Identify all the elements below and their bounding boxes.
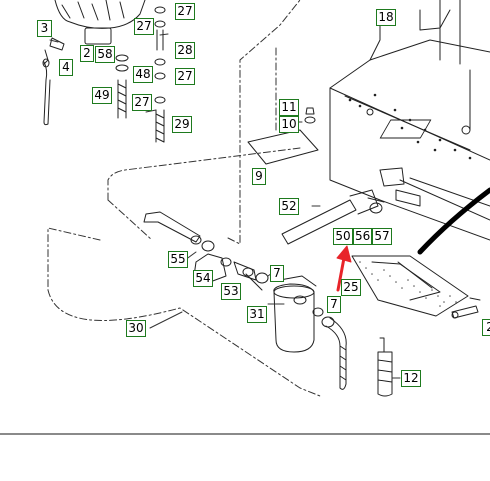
hose-right <box>312 307 347 390</box>
callout-30[interactable]: 30 <box>126 320 146 337</box>
bracket-50 <box>379 167 405 187</box>
callout-7[interactable]: 7 <box>327 296 341 313</box>
cover-plate <box>247 107 319 165</box>
dashed-outline <box>47 0 321 397</box>
callout-56[interactable]: 56 <box>353 228 372 245</box>
callout-27[interactable]: 27 <box>175 3 195 20</box>
callout-57[interactable]: 57 <box>372 228 392 245</box>
leader-lines <box>49 33 401 379</box>
filter-element-52 <box>281 189 385 245</box>
hose-left <box>42 58 51 126</box>
callout-53[interactable]: 53 <box>221 283 241 300</box>
callout-7[interactable]: 7 <box>270 265 284 282</box>
tank-dots <box>348 93 472 160</box>
fitting-chain <box>143 211 269 291</box>
sensor-right <box>451 305 479 319</box>
part-12 <box>377 337 393 397</box>
callout-2[interactable]: 2 <box>80 45 94 62</box>
mat-dots <box>359 261 457 307</box>
callout-50[interactable]: 50 <box>333 228 353 245</box>
callout-3[interactable]: 3 <box>37 20 52 37</box>
callout-49[interactable]: 49 <box>92 87 112 104</box>
black-cable <box>417 187 490 255</box>
engine-assembly <box>43 0 146 65</box>
callout-55[interactable]: 55 <box>168 251 188 268</box>
callout-29[interactable]: 29 <box>172 116 192 133</box>
bottom-divider <box>0 433 490 435</box>
callout-25[interactable]: 25 <box>341 279 361 296</box>
callout-2[interactable]: 2 <box>482 319 490 336</box>
callout-18[interactable]: 18 <box>376 9 396 26</box>
step-mat <box>351 255 481 317</box>
callout-27[interactable]: 27 <box>132 94 152 111</box>
callout-31[interactable]: 31 <box>247 306 267 323</box>
callout-54[interactable]: 54 <box>193 270 213 287</box>
callout-27[interactable]: 27 <box>134 18 154 35</box>
callout-48[interactable]: 48 <box>133 66 153 83</box>
fitting-column <box>115 6 166 143</box>
callout-12[interactable]: 12 <box>401 370 421 387</box>
callout-58[interactable]: 58 <box>95 46 115 63</box>
callout-10[interactable]: 10 <box>279 116 299 133</box>
bottom-panel <box>0 435 490 481</box>
diagram-drawing <box>42 0 490 397</box>
filter-housing <box>273 275 317 353</box>
callout-28[interactable]: 28 <box>175 42 195 59</box>
callout-52[interactable]: 52 <box>279 198 299 215</box>
callout-4[interactable]: 4 <box>59 59 73 76</box>
highlight-arrow <box>336 245 352 292</box>
callout-9[interactable]: 9 <box>252 168 266 185</box>
callout-27[interactable]: 27 <box>175 68 195 85</box>
callout-11[interactable]: 11 <box>279 99 299 116</box>
parts-diagram: 3 2 58 27 27 28 48 27 4 49 27 29 18 11 1… <box>37 0 490 397</box>
